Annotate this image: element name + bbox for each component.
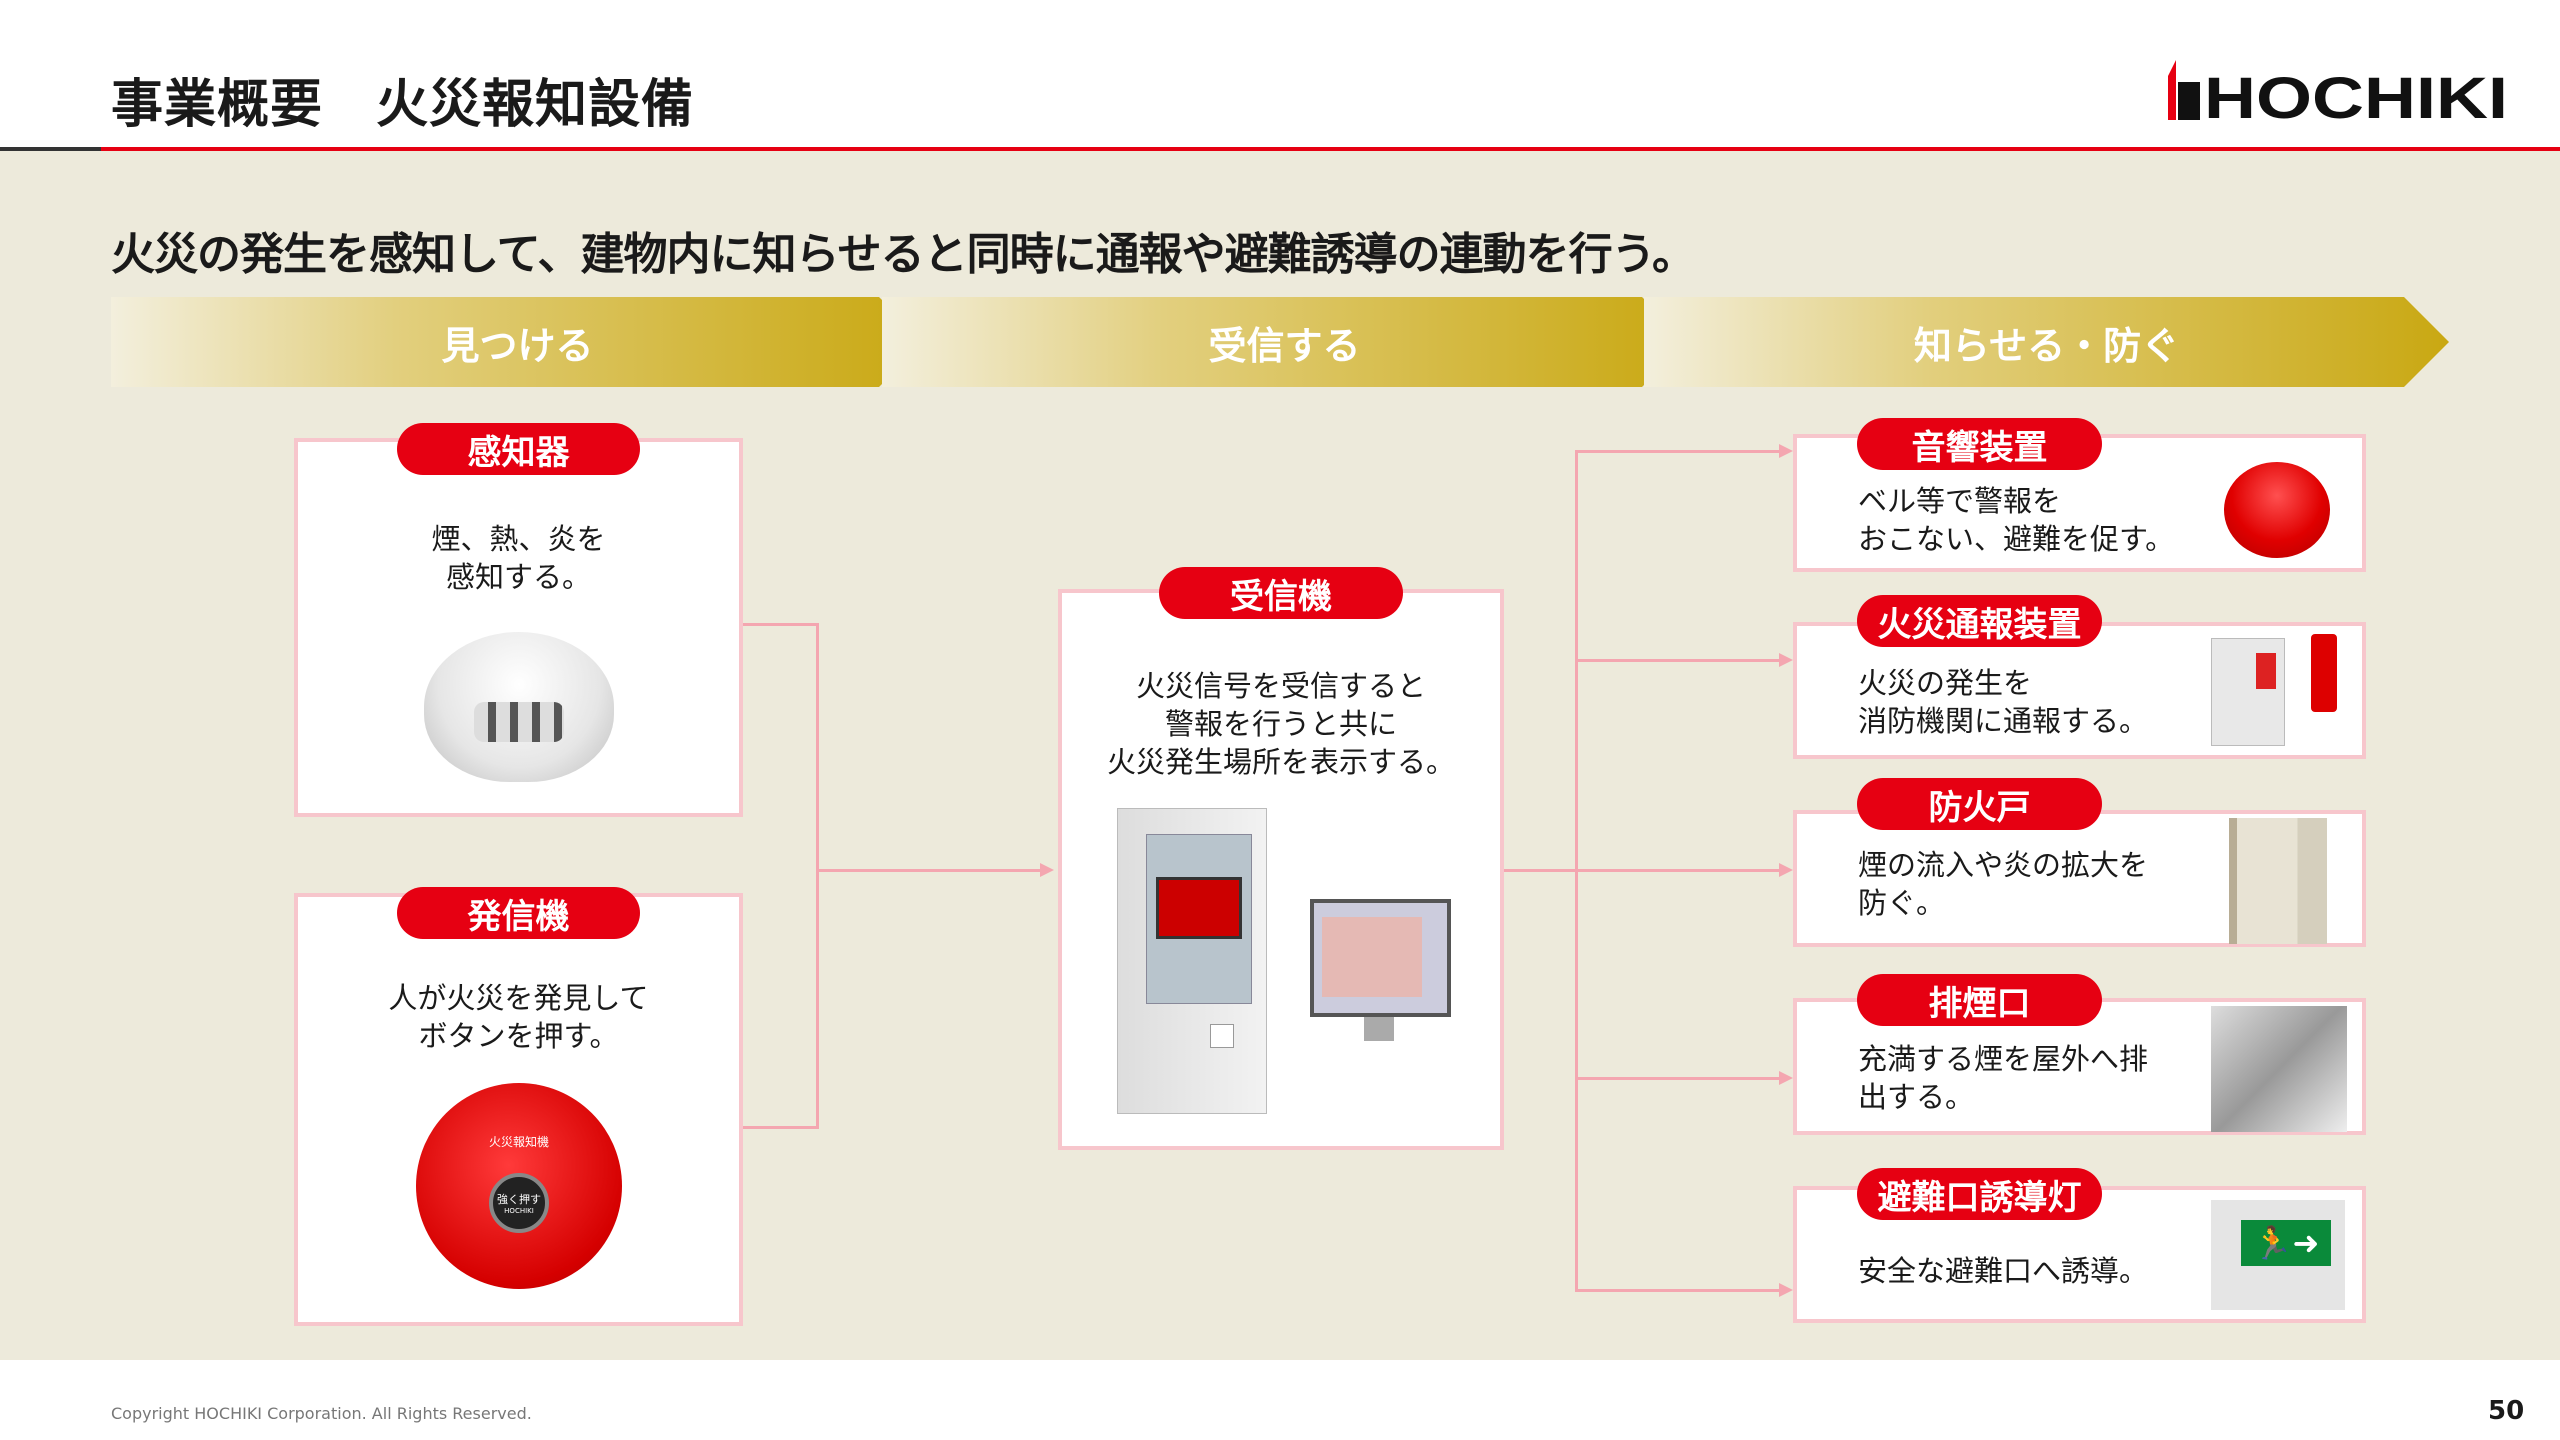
alarm-bell-image	[2224, 462, 2330, 558]
header-divider	[101, 147, 2560, 151]
connector	[1575, 659, 1781, 662]
card-text: ベル等で警報を	[1858, 484, 2062, 518]
fire-door-image	[2229, 818, 2327, 944]
copyright: Copyright HOCHIKI Corporation. All Right…	[111, 1404, 532, 1423]
monitor-image	[1310, 899, 1451, 1041]
connector	[743, 1126, 819, 1129]
card-text: 充満する煙を屋外へ排	[1858, 1042, 2149, 1076]
connector	[816, 623, 819, 1129]
card-text: 感知する。	[445, 560, 591, 594]
hochiki-logo: HOCHIKI	[2168, 60, 2510, 120]
arrow-icon	[1779, 863, 1793, 877]
card-text: 出する。	[1858, 1080, 1975, 1114]
device-label: 強く押す	[497, 1193, 541, 1206]
control-panel-image	[1117, 808, 1267, 1114]
notification-device-image	[2211, 638, 2285, 746]
connector	[1575, 869, 1781, 872]
fire-door-card: 煙の流入や炎の拡大を防ぐ。	[1793, 810, 2366, 947]
connector	[1504, 869, 1578, 872]
card-text: 火災発生場所を表示する。	[1106, 745, 1455, 779]
smoke-vent-image	[2211, 1006, 2347, 1132]
card-text: 消防機関に通報する。	[1858, 704, 2149, 738]
card-text: 煙、熱、炎を	[431, 522, 606, 556]
exit-sign-image: 🏃➜	[2211, 1200, 2345, 1310]
step-find: 見つける	[111, 297, 924, 387]
telephone-image	[2311, 634, 2337, 712]
arrow-icon	[1040, 863, 1054, 877]
card-text: 火災の発生を	[1858, 666, 2033, 700]
page-title: 事業概要 火災報知設備	[111, 75, 695, 135]
connector	[1575, 1289, 1781, 1292]
subtitle: 火災の発生を感知して、建物内に知らせると同時に通報や避難誘導の連動を行う。	[111, 229, 1696, 280]
card-text: おこない、避難を促す。	[1858, 522, 2175, 556]
card-text: 警報を行うと共に	[1164, 707, 1397, 741]
card-text: 人が火災を発見して	[388, 981, 649, 1015]
card-text: 火災信号を受信すると	[1135, 669, 1426, 703]
label-smoke-vent: 排煙口	[1857, 974, 2102, 1026]
header-divider-dark	[0, 147, 101, 151]
label-sounder: 音響装置	[1857, 418, 2102, 470]
card-text: 安全な避難口へ誘導。	[1858, 1254, 2149, 1288]
detector-card: 煙、熱、炎を感知する。	[294, 438, 743, 817]
label-fire-notification: 火災通報装置	[1857, 595, 2102, 647]
device-label: HOCHIKI	[504, 1207, 534, 1215]
arrow-icon	[1779, 1071, 1793, 1085]
label-exit-light: 避難口誘導灯	[1857, 1168, 2102, 1220]
connector	[816, 869, 1042, 872]
label-detector: 感知器	[397, 423, 640, 475]
svg-text:HOCHIKI: HOCHIKI	[2204, 66, 2508, 120]
card-text: ボタンを押す。	[418, 1019, 619, 1053]
arrow-icon	[1779, 1283, 1793, 1297]
device-label: 火災報知機	[488, 1135, 549, 1149]
label-receiver: 受信機	[1159, 567, 1403, 619]
receiver-card: 火災信号を受信すると警報を行うと共に火災発生場所を表示する。	[1058, 589, 1504, 1150]
arrow-icon	[1779, 653, 1793, 667]
connector	[743, 623, 819, 626]
connector	[1575, 1077, 1781, 1080]
smoke-detector-image	[424, 632, 614, 782]
connector	[1575, 450, 1781, 453]
label-fire-door: 防火戸	[1857, 778, 2102, 830]
card-text: 防ぐ。	[1858, 886, 1946, 920]
arrow-icon	[1779, 444, 1793, 458]
card-text: 煙の流入や炎の拡大を	[1858, 848, 2149, 882]
page-number: 50	[2488, 1396, 2525, 1426]
label-manual-call-point: 発信機	[397, 887, 640, 939]
step-notify-prevent: 知らせる・防ぐ	[1644, 297, 2449, 387]
step-receive: 受信する	[882, 297, 1687, 387]
